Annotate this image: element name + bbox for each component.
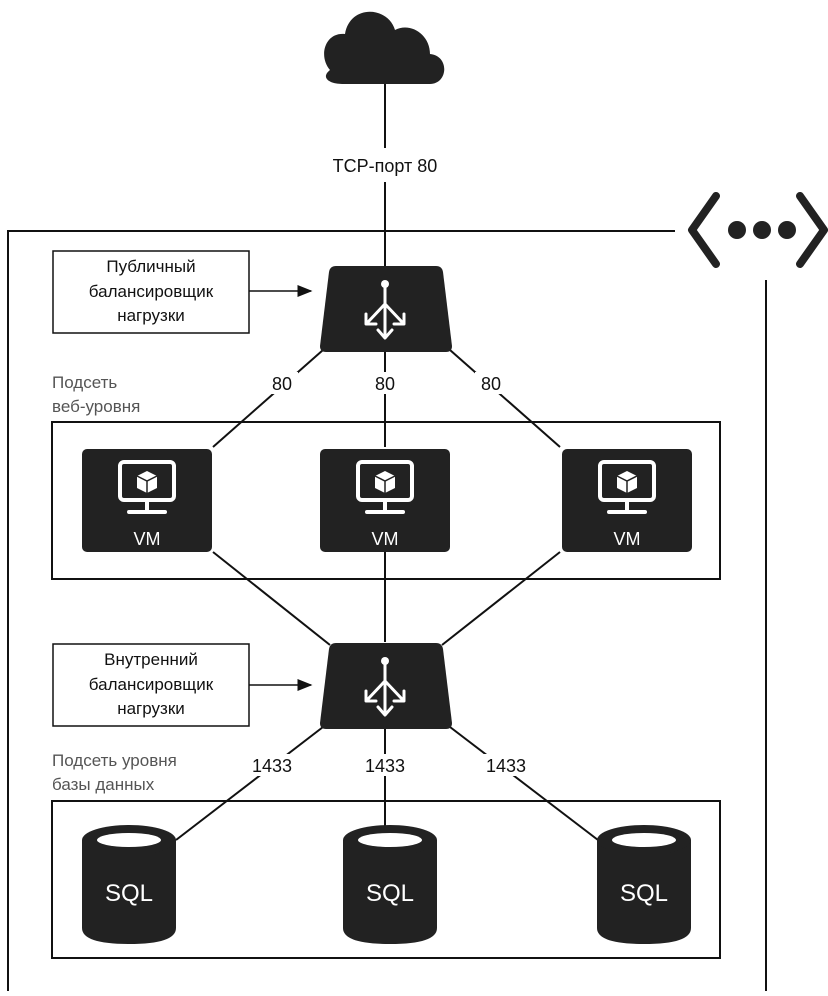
internal-lb-callout-line-1: Внутренний [104, 650, 198, 669]
vm-label-3: VM [614, 529, 641, 549]
database-cylinder-icon [597, 825, 691, 944]
sql-label-1: SQL [105, 880, 153, 907]
vm-monitor-icon [356, 460, 414, 514]
internal-lb-callout-box [52, 643, 250, 727]
vm-node-2: VM [320, 449, 450, 552]
internal-load-balancer [320, 643, 452, 729]
database-cylinder-icon [82, 825, 176, 944]
internal-lb-link-right [449, 726, 599, 841]
database-cylinder-icon [343, 825, 437, 944]
db-port-label-2: 1433 [365, 756, 405, 776]
vm-monitor-icon [598, 460, 656, 514]
vnet-boundary [7, 230, 675, 991]
vm-to-internal-lb-right [441, 551, 561, 646]
public-lb-link-left [212, 349, 324, 448]
public-lb-callout-box [52, 250, 250, 334]
public-lb-callout-line-2: балансировщик [89, 282, 214, 301]
load-balancer-icon [364, 657, 406, 717]
internal-lb-callout-line-3: нагрузки [117, 699, 185, 718]
internal-lb-callout-line-2: балансировщик [89, 675, 214, 694]
db-subnet-label-line-1: Подсеть уровня [52, 751, 177, 770]
load-balancer-icon [364, 280, 406, 340]
public-lb-callout-line-1: Публичный [106, 257, 195, 276]
internal-lb-link-left [175, 726, 324, 841]
vm-node-1: VM [82, 449, 212, 552]
db-port-label-3: 1433 [486, 756, 526, 776]
db-port-label-1: 1433 [252, 756, 292, 776]
public-lb-callout-line-3: нагрузки [117, 306, 185, 325]
vm-node-3: VM [562, 449, 692, 552]
sql-database-3: SQL [597, 825, 691, 944]
web-subnet-label-line-2: веб-уровня [52, 397, 140, 416]
vm-label-1: VM [134, 529, 161, 549]
vm-monitor-icon [118, 460, 176, 514]
public-load-balancer [320, 266, 452, 352]
cloud-icon [324, 11, 445, 84]
vm-to-internal-lb-left [212, 551, 331, 646]
tcp-port-label: TCP-порт 80 [333, 156, 438, 176]
sql-label-3: SQL [620, 880, 668, 907]
sql-database-1: SQL [82, 825, 176, 944]
vm-label-2: VM [372, 529, 399, 549]
public-lb-link-right [449, 349, 561, 448]
sql-database-2: SQL [343, 825, 437, 944]
sql-label-2: SQL [366, 880, 414, 907]
virtual-network-icon [688, 192, 828, 268]
db-subnet-label-line-2: базы данных [52, 775, 155, 794]
web-port-label-1: 80 [272, 374, 292, 394]
web-port-label-2: 80 [375, 374, 395, 394]
db-subnet-box [51, 800, 721, 959]
web-subnet-label-line-1: Подсеть [52, 373, 117, 392]
web-port-label-3: 80 [481, 374, 501, 394]
